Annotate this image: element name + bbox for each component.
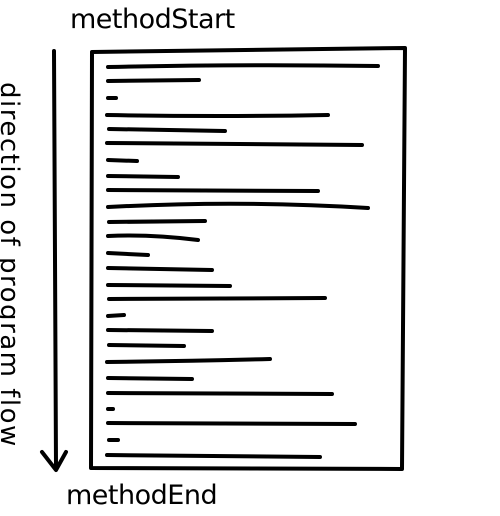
code-line (107, 296, 327, 301)
code-line (106, 63, 380, 69)
code-lines (105, 63, 380, 459)
code-line (106, 266, 214, 272)
code-line (105, 113, 330, 118)
code-line (106, 78, 201, 83)
code-line (107, 219, 207, 224)
method-body-box (89, 46, 407, 471)
flow-arrow-head (40, 450, 68, 472)
code-line (106, 328, 214, 333)
code-line (106, 283, 232, 288)
code-line (106, 251, 150, 257)
code-line (105, 453, 322, 459)
method-start-label: methodStart (70, 4, 235, 35)
code-line (105, 357, 272, 364)
code-line (105, 141, 364, 147)
code-line (106, 233, 200, 242)
code-line (106, 174, 180, 179)
code-line (106, 188, 320, 193)
code-line (107, 343, 186, 348)
code-line (106, 421, 357, 426)
code-line (106, 158, 139, 163)
method-end-label: methodEnd (66, 480, 218, 511)
code-line (106, 201, 370, 210)
code-line (107, 127, 227, 133)
code-line (106, 313, 126, 318)
flow-arrow-shaft (52, 49, 58, 468)
code-line (106, 376, 194, 381)
flow-direction-label: direction of program flow (0, 82, 24, 448)
code-line (106, 391, 334, 396)
